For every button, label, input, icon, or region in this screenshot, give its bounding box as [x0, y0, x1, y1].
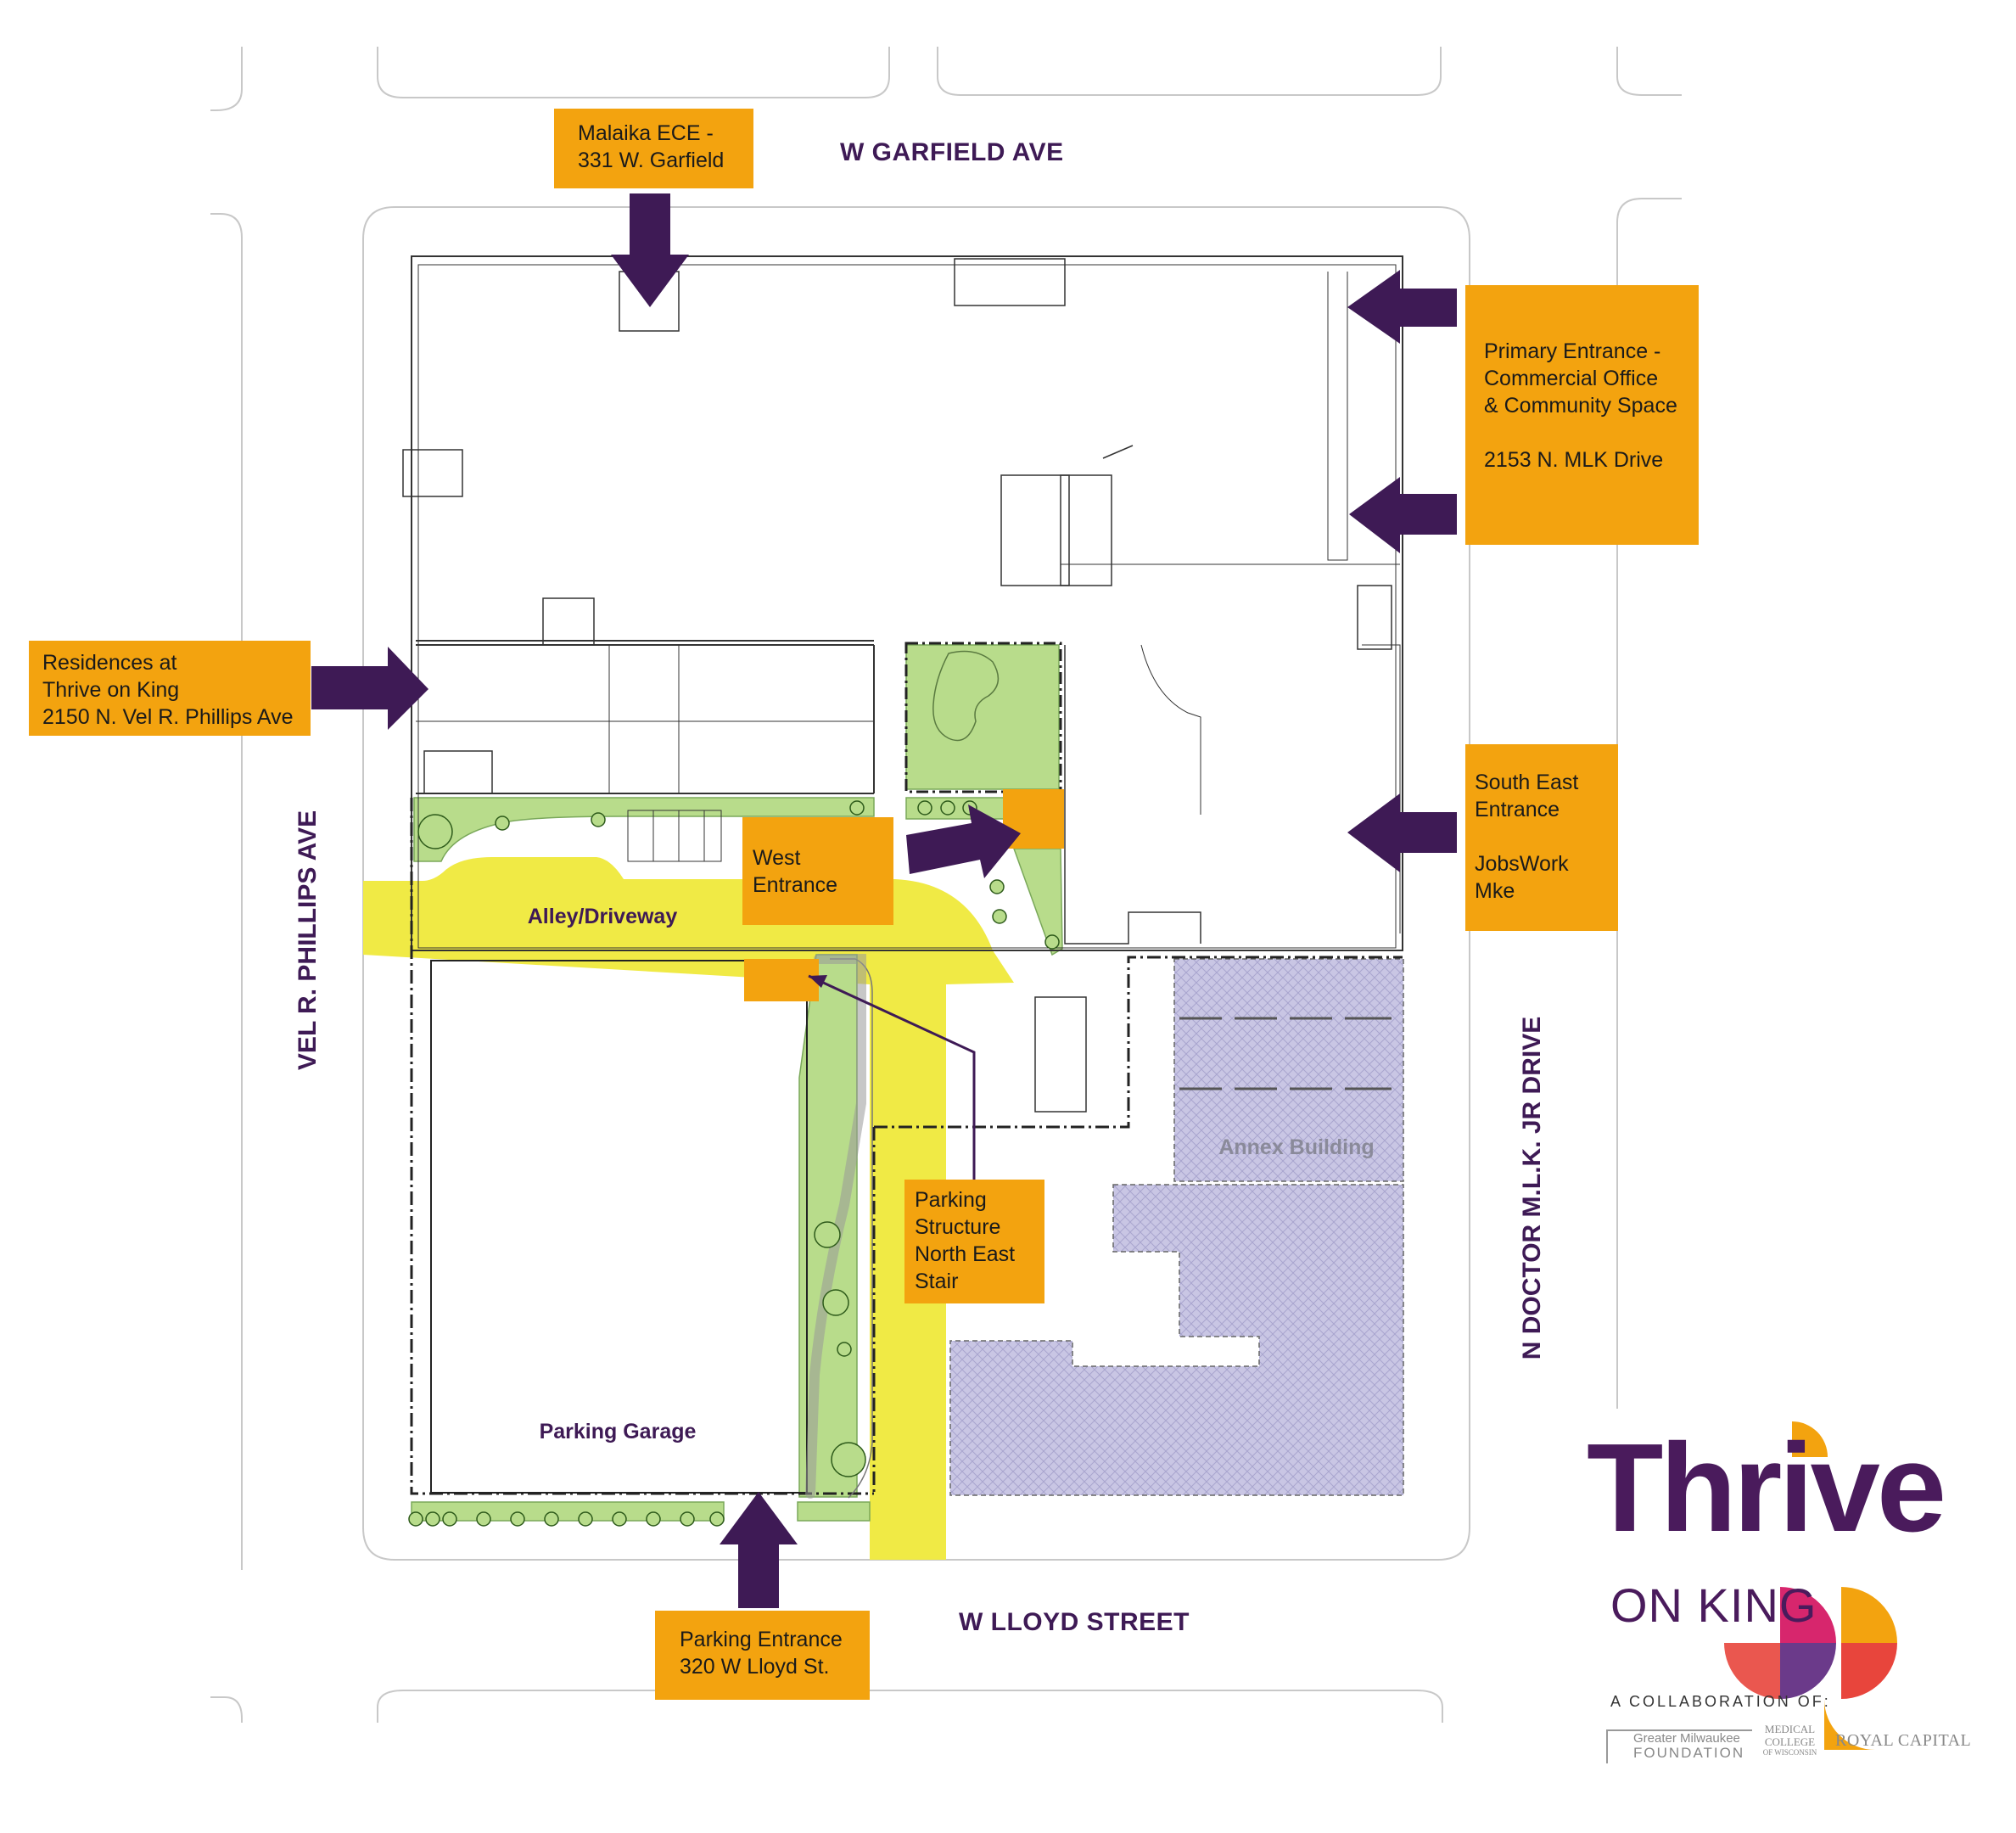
annex-area [949, 958, 1404, 1496]
partner-gmf-logo: Greater Milwaukee FOUNDATION [1606, 1729, 1752, 1763]
callout-primary-line2: Commercial Office [1484, 367, 1659, 390]
partner-gmf-line1: Greater Milwaukee [1633, 1731, 1740, 1746]
callout-residences-line2: Thrive on King [42, 678, 180, 702]
callout-pentrance-line2: 320 W Lloyd St. [680, 1655, 830, 1679]
arrow-residences [311, 647, 428, 730]
arrow-southeast [1347, 793, 1457, 872]
callout-primary: Primary Entrance - Commercial Office & C… [1465, 285, 1699, 545]
callout-stair-line2: Structure [915, 1215, 1001, 1239]
property-lines [410, 798, 1403, 1495]
callout-southeast-line2: Entrance [1475, 798, 1560, 821]
logo-word-onking: ON KING [1610, 1578, 1817, 1632]
callout-west-line2: Entrance [753, 873, 838, 897]
thrive-logo-mark [1724, 1421, 1897, 1750]
arrow-west [906, 804, 1021, 878]
callout-malaika-line2: 331 W. Garfield [578, 149, 725, 172]
callout-southeast-line3 [1475, 823, 1618, 850]
entrance-patches [744, 789, 1064, 1001]
callout-parking-stair: Parking Structure North East Stair [904, 1180, 1044, 1303]
partner-gmf-line2: FOUNDATION [1633, 1745, 1745, 1761]
callout-west-line1: West [753, 846, 801, 870]
callout-malaika-line1: Malaika ECE - [578, 121, 714, 145]
callout-southeast: South East Entrance JobsWork Mke [1465, 744, 1618, 931]
logo-word-thrive: Thrive [1587, 1418, 1946, 1558]
street-east: N DOCTOR M.L.K. JR DRIVE [1518, 1017, 1546, 1359]
callout-malaika: Malaika ECE - 331 W. Garfield [554, 109, 753, 188]
callout-southeast-line5: Mke [1475, 879, 1515, 903]
callout-west-entrance: West Entrance [742, 817, 893, 925]
callout-pentrance-line1: Parking Entrance [680, 1628, 843, 1651]
partner-royal-logo: ROYAL CAPITAL [1835, 1731, 1972, 1750]
partner-mcw-line1: MEDICAL [1764, 1723, 1816, 1735]
callout-residences-line1: Residences at [42, 651, 177, 675]
callout-parking-entrance: Parking Entrance 320 W Lloyd St. [655, 1611, 870, 1700]
arrow-parking [720, 1492, 798, 1608]
street-west: VEL R. PHILLIPS AVE [294, 810, 322, 1070]
callout-primary-line5: 2153 N. MLK Drive [1484, 448, 1664, 472]
logo-collab-label: A COLLABORATION OF: [1610, 1693, 1831, 1710]
street-north: W GARFIELD AVE [840, 138, 1064, 166]
street-south: W LLOYD STREET [959, 1608, 1190, 1636]
building-outline [402, 255, 1403, 951]
callout-residences: Residences at Thrive on King 2150 N. Vel… [29, 641, 311, 736]
annex-label: Annex Building [1218, 1135, 1374, 1159]
trees [408, 800, 1060, 1527]
callout-stair-line4: Stair [915, 1270, 959, 1293]
callout-stair-line3: North East [915, 1242, 1016, 1266]
alley-area [363, 857, 1014, 1560]
callout-primary-line3: & Community Space [1484, 394, 1677, 418]
partner-mcw-logo: MEDICAL COLLEGE OF WISCONSIN [1758, 1723, 1822, 1757]
stair-leader-line [808, 974, 976, 1180]
arrow-primary-top [1347, 270, 1457, 344]
callout-southeast-line4: JobsWork [1475, 852, 1569, 876]
entrance-arrows [311, 193, 1457, 1608]
garage-label: Parking Garage [540, 1420, 697, 1443]
alley-label: Alley/Driveway [528, 905, 678, 928]
callout-residences-line3: 2150 N. Vel R. Phillips Ave [42, 705, 294, 729]
partner-mcw-line3: OF WISCONSIN [1762, 1748, 1817, 1757]
partner-mcw-line2: COLLEGE [1764, 1735, 1816, 1748]
callout-stair-line1: Parking [915, 1188, 987, 1212]
street-curbs [210, 47, 1682, 1723]
arrow-primary-bottom [1349, 477, 1457, 553]
callout-southeast-line1: South East [1475, 771, 1579, 794]
arrow-malaika [611, 193, 689, 307]
callout-primary-line4 [1484, 419, 1699, 446]
callout-primary-line1: Primary Entrance - [1484, 339, 1661, 363]
